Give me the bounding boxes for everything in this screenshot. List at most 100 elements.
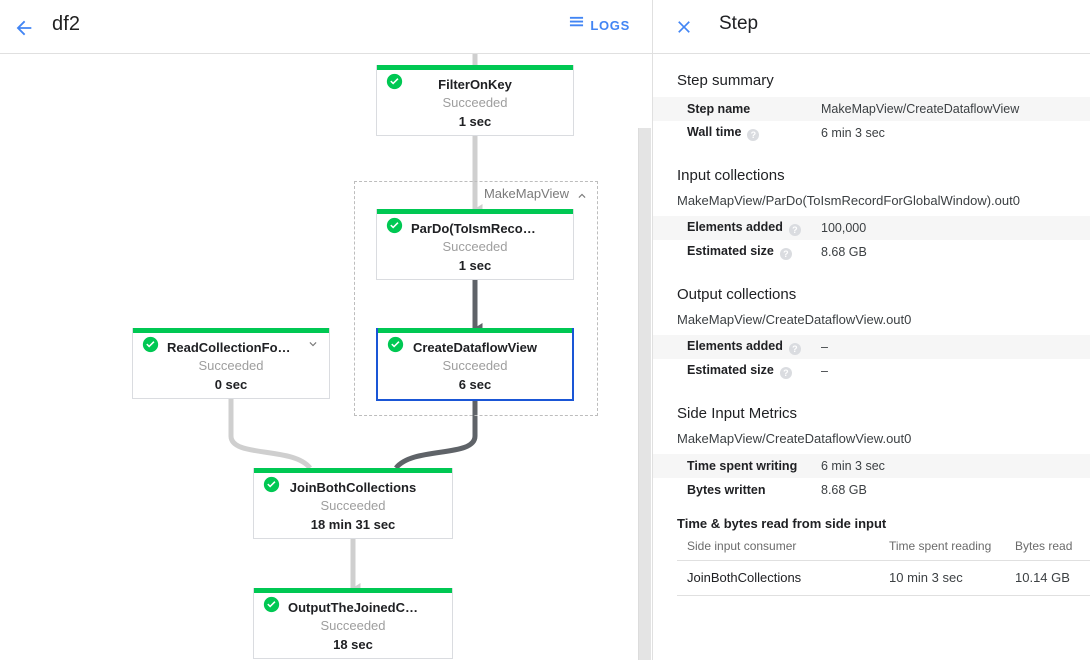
- close-icon[interactable]: [671, 14, 697, 40]
- node-body: CreateDataflowView Succeeded 6 sec: [378, 333, 572, 394]
- cell-bytes-read: 10.14 GB: [1015, 560, 1090, 596]
- input-collections-table: Elements added? 100,000 Estimated size? …: [653, 216, 1090, 264]
- composite-group-makemapview[interactable]: MakeMapView: [354, 181, 598, 416]
- section-heading-output-collections: Output collections: [677, 286, 797, 303]
- output-collections-table: Elements added? – Estimated size? –: [653, 335, 1090, 383]
- check-circle-icon: [142, 336, 159, 353]
- row-key: Elements added?: [653, 216, 817, 240]
- table-row[interactable]: JoinBothCollections 10 min 3 sec 10.14 G…: [677, 560, 1090, 596]
- row-key: Step name: [687, 102, 751, 116]
- help-icon[interactable]: ?: [779, 367, 792, 379]
- spacer: [653, 504, 1090, 516]
- graph-node-read-collection-for-join[interactable]: ReadCollectionForJoin Succeeded 0 sec: [132, 328, 330, 399]
- row-value: 8.68 GB: [821, 483, 867, 497]
- node-status: Succeeded: [320, 618, 386, 633]
- row-value: 8.68 GB: [821, 245, 867, 259]
- job-graph-canvas[interactable]: MakeMapView: [0, 54, 652, 660]
- table-row: Time spent writing 6 min 3 sec: [653, 454, 1090, 478]
- graph-edges: [228, 54, 483, 593]
- section-heading-side-input-read: Time & bytes read from side input: [677, 516, 887, 531]
- spacer: [653, 385, 1090, 405]
- graph-node-join-both-collections[interactable]: JoinBothCollections Succeeded 18 min 31 …: [253, 468, 453, 539]
- table-header-row: Side input consumer Time spent reading B…: [677, 533, 1090, 561]
- spacer: [653, 266, 1090, 286]
- column-header-time-spent-reading: Time spent reading: [889, 533, 1015, 561]
- check-circle-icon: [386, 73, 403, 90]
- node-name: JoinBothCollections: [289, 480, 417, 495]
- node-body: FilterOnKey Succeeded 1 sec: [377, 70, 573, 131]
- node-status: Succeeded: [442, 239, 508, 254]
- row-value: MakeMapView/CreateDataflowView: [821, 102, 1020, 116]
- help-icon[interactable]: ?: [779, 248, 792, 260]
- check-circle-icon: [387, 336, 404, 353]
- help-icon[interactable]: ?: [788, 343, 801, 355]
- node-name: CreateDataflowView: [412, 340, 538, 355]
- graph-node-create-dataflow-view[interactable]: CreateDataflowView Succeeded 6 sec: [376, 328, 574, 401]
- logs-button-label: LOGS: [590, 17, 630, 33]
- graph-node-pardo-toismrecordfor[interactable]: ParDo(ToIsmRecordFor… Succeeded 1 sec: [376, 209, 574, 280]
- graph-node-output-the-joined-collection[interactable]: OutputTheJoinedCollec… Succeeded 18 sec: [253, 588, 453, 659]
- row-value: –: [821, 364, 828, 378]
- node-name: ParDo(ToIsmRecordFor…: [411, 221, 570, 236]
- table-row: Estimated size? 8.68 GB: [653, 240, 1090, 264]
- node-duration: 18 min 31 sec: [310, 517, 396, 532]
- panel-header: Step: [653, 0, 1090, 54]
- panel-body: Step summary Step name MakeMapView/Creat…: [653, 54, 1090, 660]
- row-key-label: Elements added: [687, 220, 783, 234]
- row-key: Bytes written: [687, 483, 766, 497]
- chevron-up-icon[interactable]: [575, 189, 589, 203]
- page-title: df2: [52, 13, 81, 35]
- job-header: df2 LOGS: [0, 0, 652, 54]
- help-icon[interactable]: ?: [788, 224, 801, 236]
- row-key: Estimated size?: [653, 240, 817, 264]
- row-key-label: Estimated size: [687, 244, 774, 258]
- node-status-bar: [378, 328, 572, 333]
- node-duration: 0 sec: [214, 377, 248, 392]
- check-circle-icon: [263, 596, 280, 613]
- node-body: ReadCollectionForJoin Succeeded 0 sec: [133, 333, 329, 394]
- row-key-label: Elements added: [687, 339, 783, 353]
- row-key-label: Wall time: [687, 125, 742, 139]
- row-value: –: [821, 340, 828, 354]
- table-row: Step name MakeMapView/CreateDataflowView: [653, 97, 1090, 121]
- node-status: Succeeded: [442, 358, 508, 373]
- node-name: FilterOnKey: [438, 77, 512, 92]
- logs-button[interactable]: LOGS: [569, 15, 630, 35]
- column-header-consumer: Side input consumer: [677, 533, 889, 561]
- cell-consumer: JoinBothCollections: [677, 560, 889, 596]
- node-body: ParDo(ToIsmRecordFor… Succeeded 1 sec: [377, 214, 573, 275]
- graph-scrollbar-thumb[interactable]: [638, 128, 651, 660]
- table-row: Wall time? 6 min 3 sec: [653, 121, 1090, 145]
- row-key: Estimated size?: [653, 359, 817, 383]
- node-status: Succeeded: [198, 358, 264, 373]
- row-key: Elements added?: [653, 335, 817, 359]
- section-heading-input-collections: Input collections: [677, 167, 785, 184]
- table-row: Elements added? 100,000: [653, 216, 1090, 240]
- output-collection-name: MakeMapView/CreateDataflowView.out0: [677, 312, 912, 327]
- row-value: 6 min 3 sec: [821, 126, 885, 140]
- logs-list-icon: [569, 15, 584, 35]
- group-label: MakeMapView: [483, 186, 569, 201]
- check-circle-icon: [386, 217, 403, 234]
- node-status: Succeeded: [320, 498, 386, 513]
- help-icon[interactable]: ?: [747, 129, 760, 141]
- chevron-down-icon[interactable]: [306, 337, 320, 351]
- input-collection-name: MakeMapView/ParDo(ToIsmRecordForGlobalWi…: [677, 193, 1020, 208]
- cell-time-spent-reading: 10 min 3 sec: [889, 560, 1015, 596]
- node-body: JoinBothCollections Succeeded 18 min 31 …: [254, 473, 452, 534]
- graph-node-filter-on-key[interactable]: FilterOnKey Succeeded 1 sec: [376, 65, 574, 136]
- node-body: OutputTheJoinedCollec… Succeeded 18 sec: [254, 593, 452, 654]
- step-summary-table: Step name MakeMapView/CreateDataflowView…: [653, 97, 1090, 145]
- column-header-bytes-read: Bytes read: [1015, 533, 1090, 561]
- side-input-collection-name: MakeMapView/CreateDataflowView.out0: [677, 431, 912, 446]
- row-value: 6 min 3 sec: [821, 459, 885, 473]
- node-status-bar: [133, 328, 329, 333]
- node-name: OutputTheJoinedCollec…: [288, 600, 448, 615]
- node-duration: 1 sec: [458, 258, 492, 273]
- check-circle-icon: [263, 476, 280, 493]
- node-duration: 18 sec: [333, 637, 373, 652]
- node-status-bar: [377, 209, 573, 214]
- section-heading-side-input-metrics: Side Input Metrics: [677, 405, 798, 422]
- back-arrow-icon[interactable]: [10, 14, 38, 42]
- section-heading-step-summary: Step summary: [677, 72, 774, 89]
